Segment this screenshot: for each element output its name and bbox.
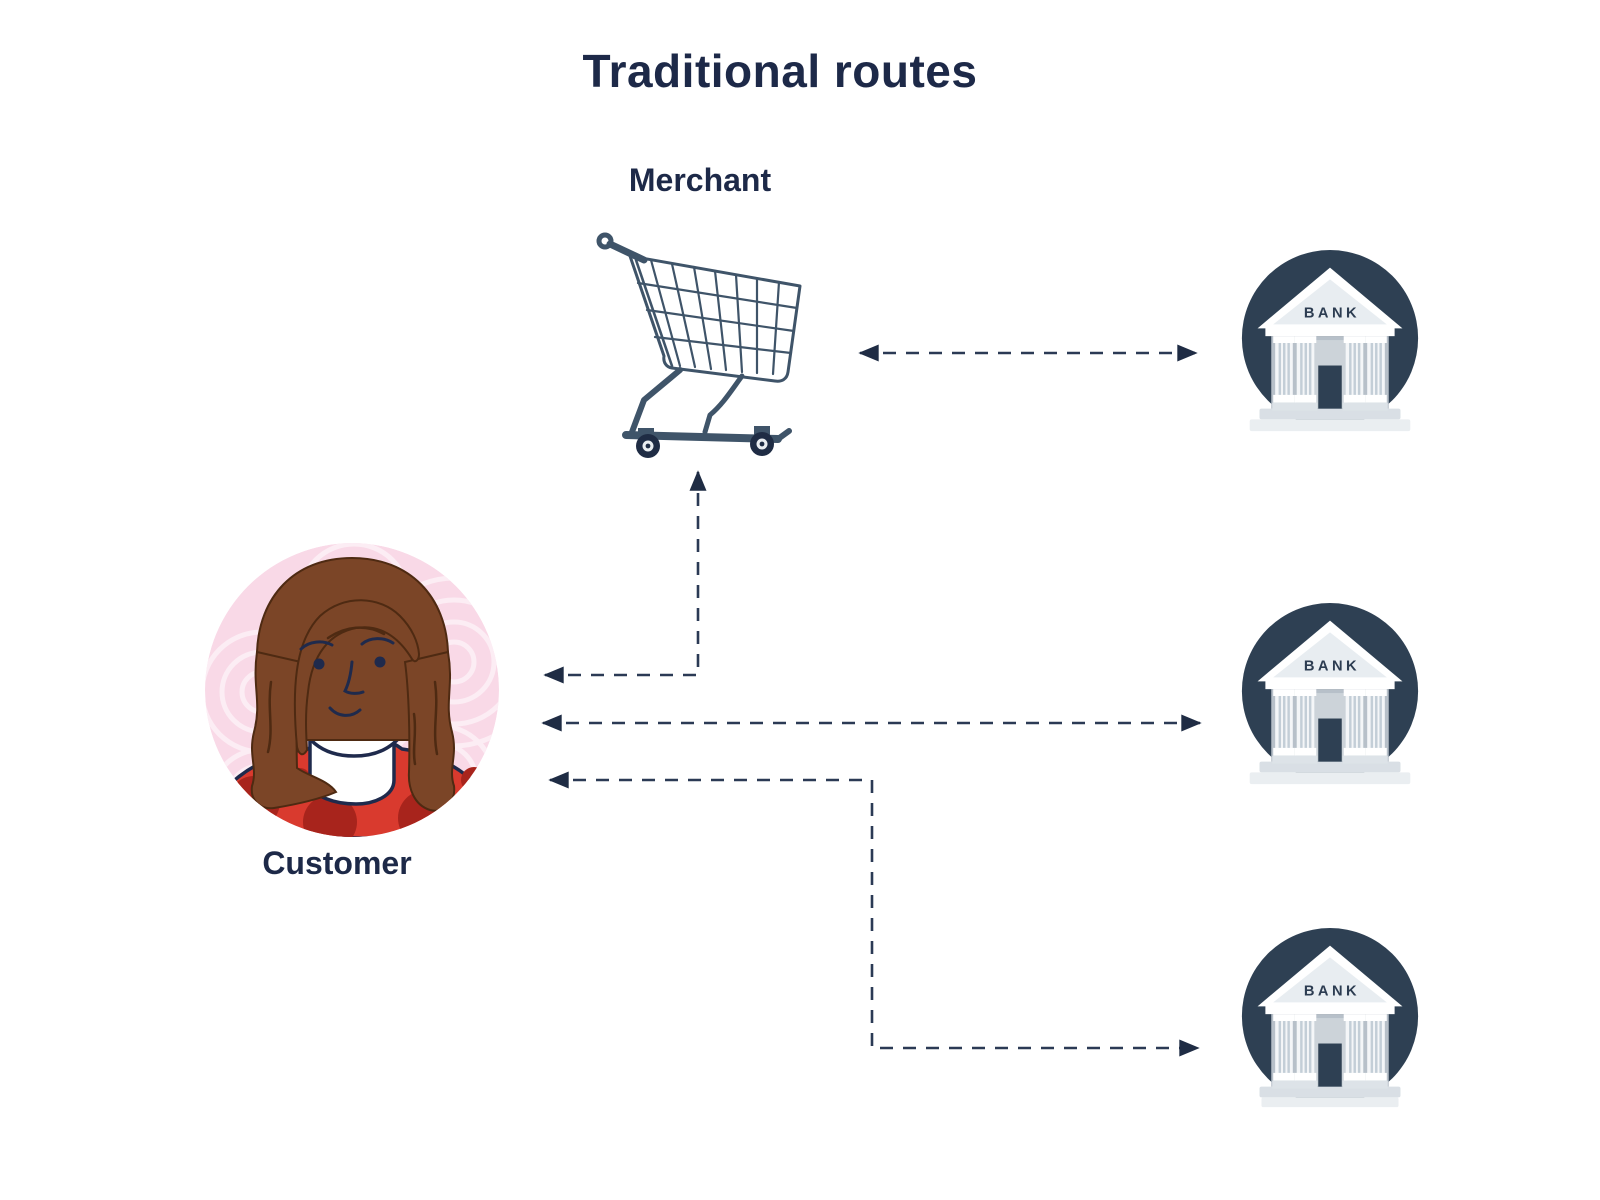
cart-basket-grid: [636, 258, 799, 376]
customer-label: Customer: [262, 845, 412, 881]
bank-node-2: BANK: [1241, 603, 1419, 785]
bank-label: BANK: [1304, 984, 1360, 1000]
arrow-customer-bank3: [548, 771, 1200, 1057]
bank-label: BANK: [1304, 659, 1360, 675]
arrow-customer-merchant: [543, 470, 707, 684]
bank-node-1: BANK: [1241, 250, 1419, 432]
customer-left-eye: [313, 658, 325, 670]
customer-right-eye: [374, 656, 386, 668]
bank-node-3: BANK: [1241, 928, 1419, 1108]
bank-building-icon: [1257, 945, 1403, 1108]
shopping-cart-icon: [596, 232, 802, 458]
bank-label: BANK: [1304, 306, 1360, 322]
customer-hair-strands: [266, 626, 439, 766]
customer-face-features: [299, 637, 395, 717]
cart-wheels: [636, 426, 774, 458]
merchant-label: Merchant: [628, 162, 772, 198]
customer-avatar: [205, 543, 499, 837]
page-title: Traditional routes: [582, 45, 978, 97]
customer-hair: [250, 556, 456, 812]
bank-building-icon: [1249, 267, 1411, 432]
bank-building-icon: [1249, 620, 1411, 785]
